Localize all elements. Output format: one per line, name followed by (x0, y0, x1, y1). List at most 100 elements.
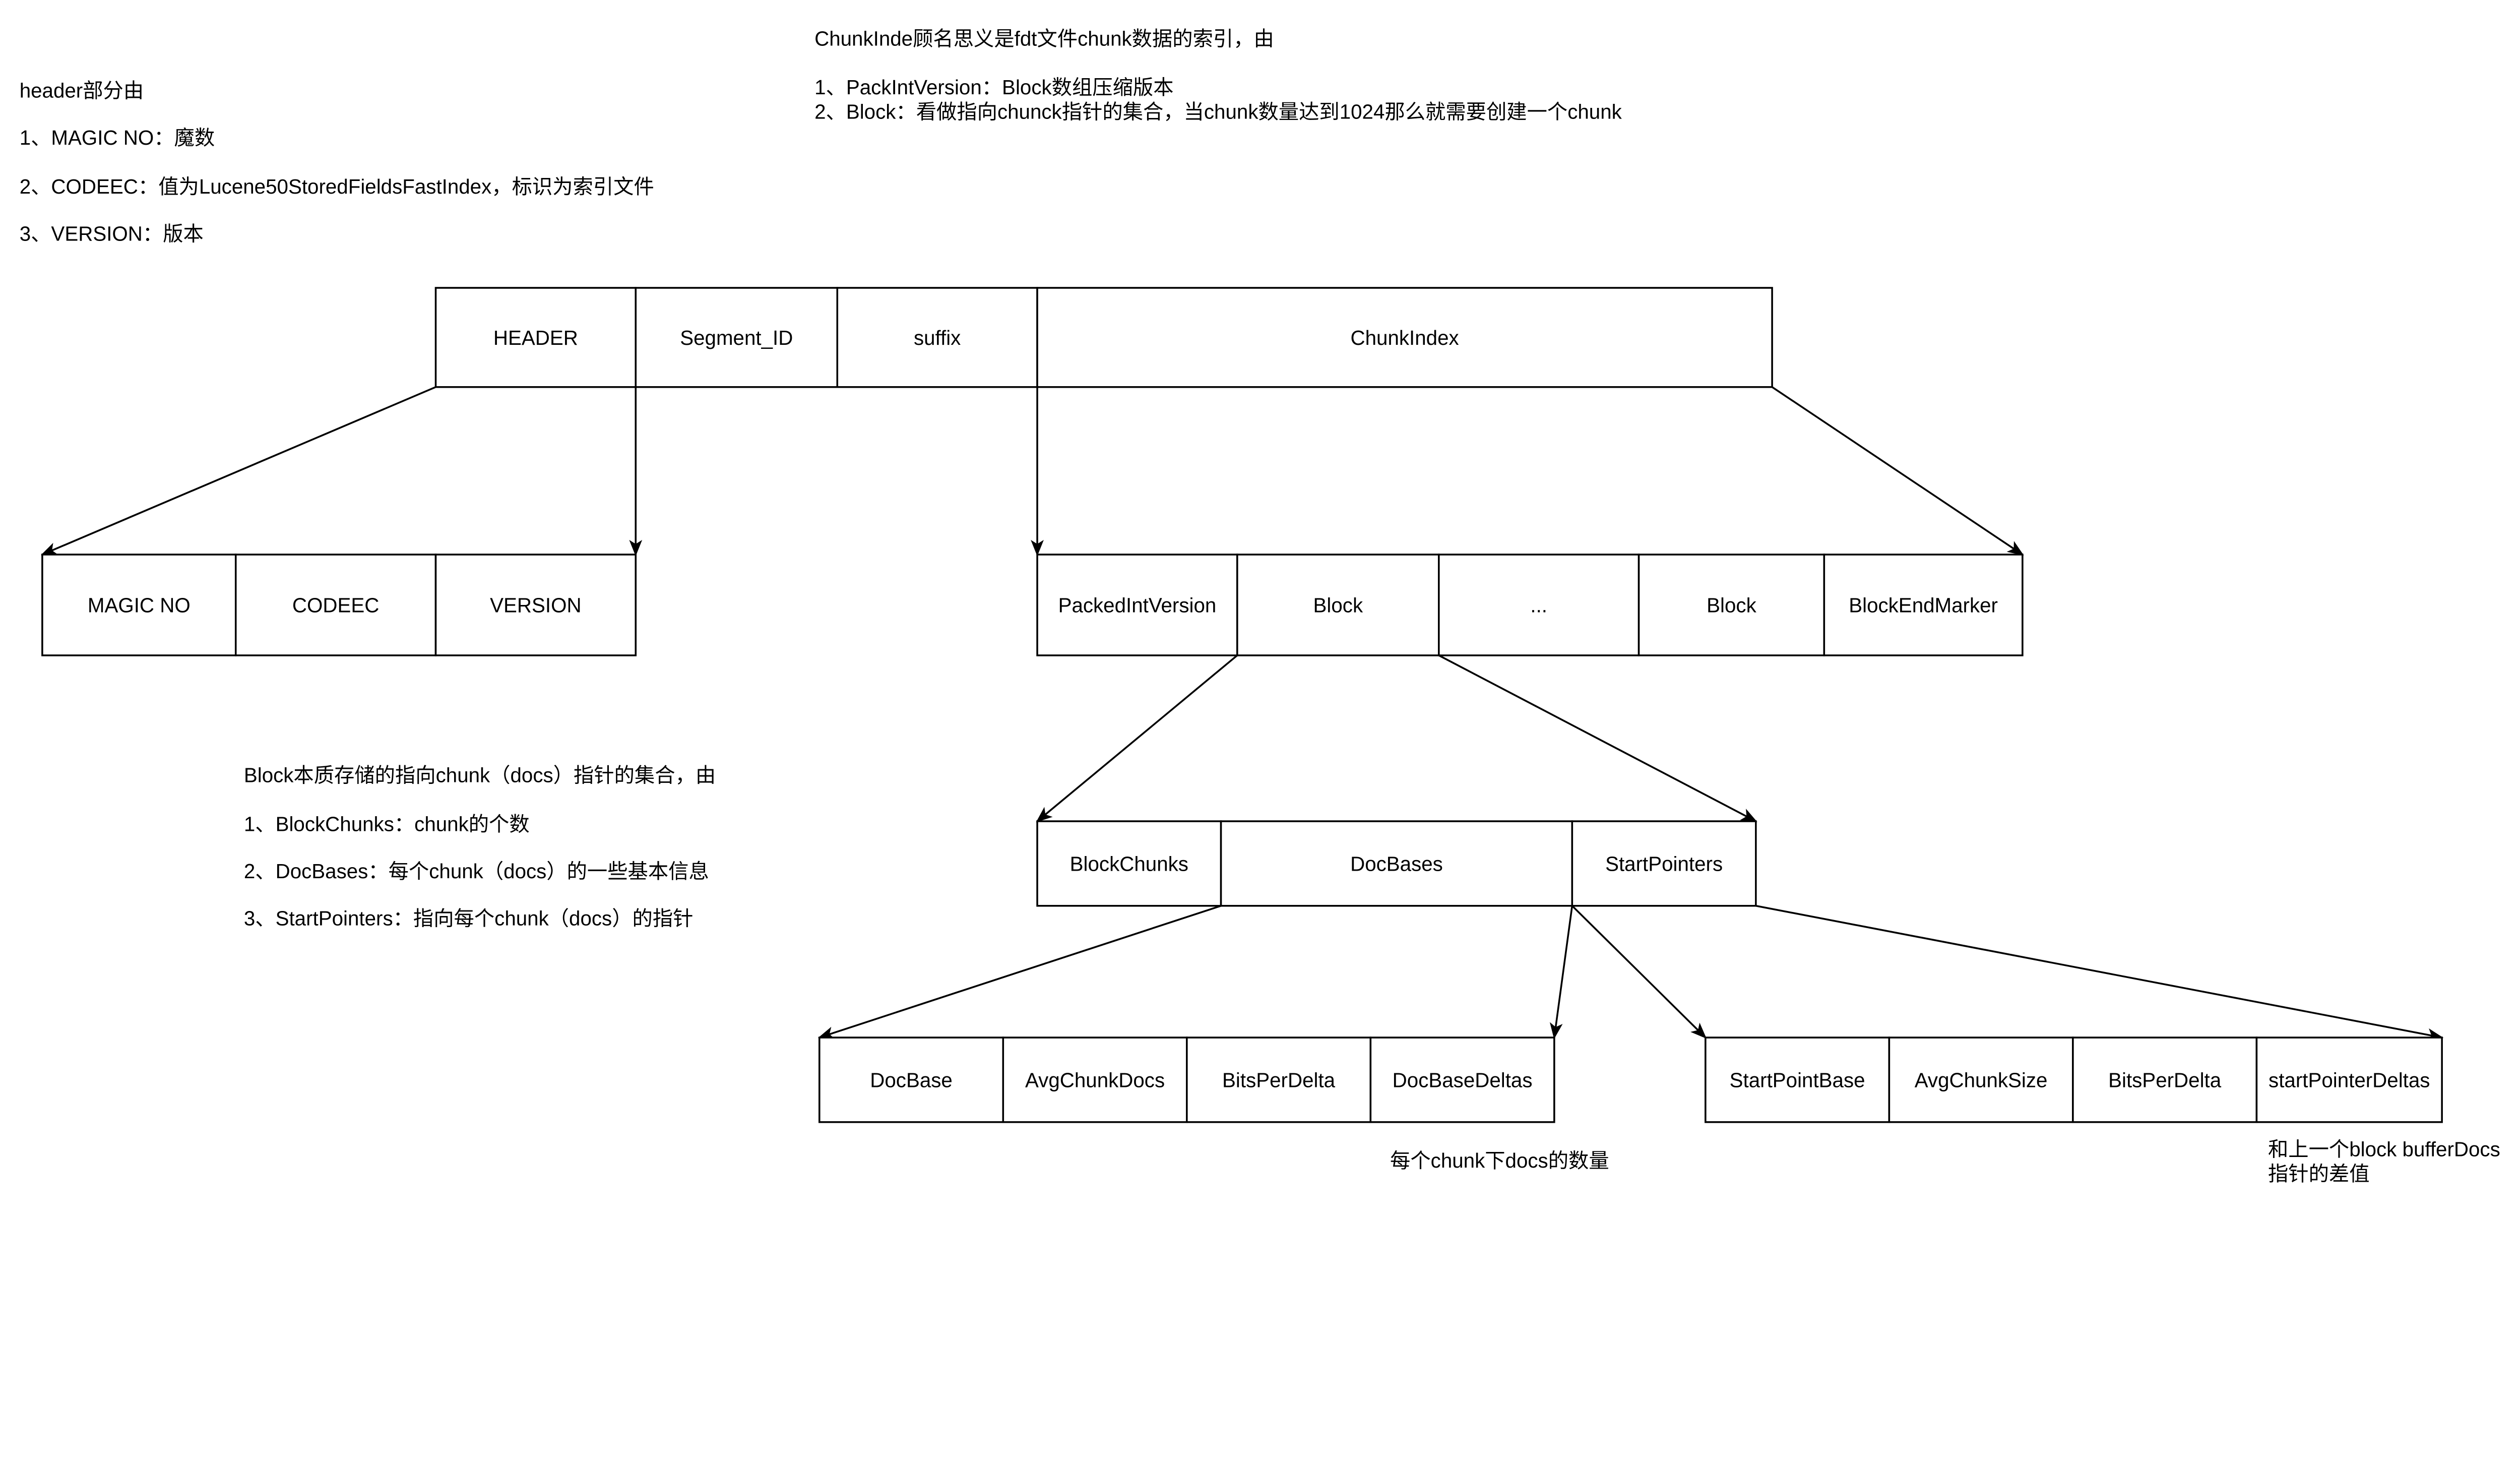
cell-label: Block (1707, 594, 1756, 617)
cell-packedintversion: PackedIntVersion (1036, 554, 1238, 656)
cell-magic-no: MAGIC NO (41, 554, 237, 656)
cell-box (1888, 1037, 2074, 1123)
cell-box (234, 554, 437, 656)
row-chunk-index: PackedIntVersion Block... Block BlockEndMar… (1036, 554, 2024, 656)
cell-label: DocBase (870, 1068, 953, 1091)
cell-label: BlockChunks (1070, 852, 1188, 875)
connector-arrow (1755, 905, 2444, 1042)
chunk-index-note-line: 2、Block：看做指向chunck指针的集合，当chunk数量达到1024那么… (814, 100, 1622, 123)
connector-arrow (40, 386, 436, 556)
cell-box (1823, 554, 2024, 656)
start-pointer-deltas-note-line: 和上一个block bufferDocs (2268, 1138, 2500, 1161)
cell-box (1002, 1037, 1188, 1123)
cell-label: BitsPerDelta (2108, 1068, 2222, 1091)
block-note-line: 1、BlockChunks：chunk的个数 (244, 812, 530, 835)
row-start-pointers: StartPointBase AvgChunkSize BitsPerDelta st… (1705, 1037, 2443, 1123)
row-file: HEADER Segment_ID suffix ChunkIndex (434, 287, 1773, 388)
cell-ellipsis: ... (1438, 554, 1640, 656)
cell-avgchunksize: AvgChunkSize (1888, 1037, 2074, 1123)
cell-box (1705, 1037, 1891, 1123)
block-note: Block本质存储的指向chunk（docs）指针的集合，由 1、BlockChu… (244, 764, 716, 930)
cell-block: Block (1236, 554, 1440, 656)
cell-avgchunkdocs: AvgChunkDocs (1002, 1037, 1188, 1123)
cell-box (2255, 1037, 2443, 1123)
cell-label: Segment_ID (680, 326, 793, 349)
cell-label: ChunkIndex (1351, 326, 1459, 349)
chunk-index-note: ChunkInde顾名思义是fdt文件chunk数据的索引，由1、PackInt… (814, 27, 1622, 123)
cell-box (635, 287, 839, 388)
cell-label: StartPointers (1605, 852, 1723, 875)
connector-arrow (1438, 654, 1757, 822)
cell-label: AvgChunkDocs (1025, 1068, 1165, 1091)
cell-label: startPointerDeltas (2269, 1068, 2430, 1091)
doc-base-deltas-note: 每个chunk下docs的数量 (1390, 1149, 1609, 1172)
cell-box (1369, 1037, 1555, 1123)
cell-label: BlockEndMarker (1849, 594, 1998, 617)
row-block: BlockChunks DocBases StartPointers (1036, 820, 1757, 907)
cell-box (1186, 1037, 1372, 1123)
cell-suffix: suffix (836, 287, 1038, 388)
cell-blockendmarker: BlockEndMarker (1823, 554, 2024, 656)
cell-docbase: DocBase (818, 1037, 1004, 1123)
cell-label: HEADER (493, 326, 578, 349)
cell-startpointerdeltas: startPointerDeltas (2255, 1037, 2443, 1123)
cell-box (1220, 820, 1573, 907)
connector-arrow (817, 905, 1222, 1040)
cell-codeec: CODEEC (234, 554, 437, 656)
cell-box (1036, 820, 1222, 907)
cell-label: DocBaseDeltas (1393, 1068, 1533, 1091)
notes: header部分由 1、MAGIC NO：魔数 2、CODEEC：值为Lucene5… (20, 27, 2500, 1185)
cell-version: VERSION (434, 554, 637, 656)
cell-box (836, 287, 1038, 388)
cell-label: ... (1530, 594, 1547, 617)
cell-box (1036, 287, 1773, 388)
cell-header: HEADER (434, 287, 637, 388)
cell-box (1236, 554, 1440, 656)
connector-arrow (1772, 386, 2024, 556)
cell-label: VERSION (490, 594, 581, 617)
cell-box (1036, 554, 1238, 656)
row-doc-bases: DocBase AvgChunkDocs BitsPerDelta DocBaseDe… (818, 1037, 1555, 1123)
cell-box (434, 554, 637, 656)
cell-box (818, 1037, 1004, 1123)
cell-segment-id: Segment_ID (635, 287, 839, 388)
cell-bitsperdelta: BitsPerDelta (2072, 1037, 2258, 1123)
header-note-line: 3、VERSION：版本 (20, 222, 204, 245)
cell-docbases: DocBases (1220, 820, 1573, 907)
header-note-line: 1、MAGIC NO：魔数 (20, 126, 215, 149)
cell-label: MAGIC NO (88, 594, 191, 617)
cell-label: DocBases (1350, 852, 1443, 875)
cell-docbasedeltas: DocBaseDeltas (1369, 1037, 1555, 1123)
header-note: header部分由 1、MAGIC NO：魔数 2、CODEEC：值为Lucene5… (20, 79, 654, 246)
cell-startpointbase: StartPointBase (1705, 1037, 1891, 1123)
cell-box (1571, 820, 1757, 907)
cell-startpointers: StartPointers (1571, 820, 1757, 907)
connector-arrow (1549, 905, 1573, 1040)
block-note-line: 2、DocBases：每个chunk（docs）的一些基本信息 (244, 860, 709, 883)
cell-label: CODEEC (292, 594, 379, 617)
cell-label: PackedIntVersion (1058, 594, 1217, 617)
cell-label: AvgChunkSize (1915, 1068, 2048, 1091)
cell-block: Block (1637, 554, 1825, 656)
cell-label: BitsPerDelta (1222, 1068, 1336, 1091)
cell-chunkindex: ChunkIndex (1036, 287, 1773, 388)
header-note-line: header部分由 (20, 79, 144, 102)
cell-box (2072, 1037, 2258, 1123)
cell-label: Block (1313, 594, 1363, 617)
block-note-line: 3、StartPointers：指向每个chunk（docs）的指针 (244, 906, 694, 930)
cell-box (434, 287, 637, 388)
cell-label: StartPointBase (1730, 1068, 1865, 1091)
cell-box (1637, 554, 1825, 656)
connector-arrow (1571, 905, 1707, 1039)
start-pointer-deltas-note-line: 指针的差值 (2268, 1162, 2370, 1185)
connector-arrow (1036, 654, 1238, 823)
cell-blockchunks: BlockChunks (1036, 820, 1222, 907)
cell-label: suffix (914, 326, 961, 349)
block-note-line: Block本质存储的指向chunk（docs）指针的集合，由 (244, 764, 716, 787)
row-header: MAGIC NO CODEEC VERSION (41, 554, 637, 656)
header-note-line: 2、CODEEC：值为Lucene50StoredFieldsFastIndex… (20, 175, 654, 198)
chunk-index-note-line: 1、PackIntVersion：Block数组压缩版本 (814, 76, 1173, 99)
